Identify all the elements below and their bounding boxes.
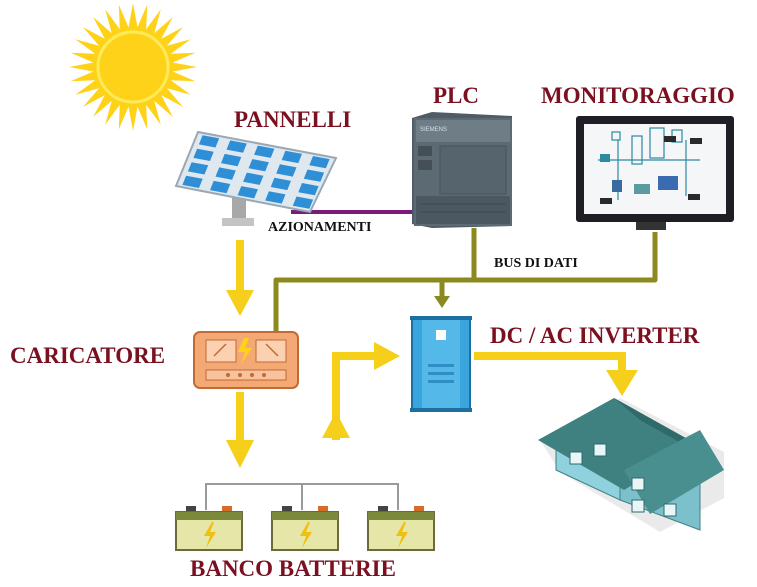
- label-caricatore: CARICATORE: [10, 343, 166, 368]
- label-banco-batterie: BANCO BATTERIE: [190, 556, 396, 581]
- panel-cell: [182, 175, 203, 188]
- panel-cell: [254, 145, 275, 158]
- label-pannelli: PANNELLI: [234, 107, 352, 132]
- label-inverter: DC / AC INVERTER: [490, 323, 700, 348]
- svg-text:SIEMENS: SIEMENS: [420, 127, 447, 133]
- panel-cell: [298, 183, 319, 196]
- label-azionamenti: AZIONAMENTI: [268, 220, 372, 235]
- panel-cell: [309, 156, 330, 169]
- inverter-icon: [410, 316, 472, 412]
- sun-icon: [69, 3, 197, 131]
- panel-cell: [226, 140, 247, 153]
- battery-icon: [271, 506, 339, 551]
- panel-cell: [303, 169, 325, 182]
- panel-cell: [292, 196, 314, 209]
- panel-cell: [281, 150, 302, 164]
- charger-icon: [193, 331, 299, 389]
- plc-icon: SIEMENS: [412, 112, 512, 228]
- battery-wiring: [205, 483, 399, 510]
- panel-cell: [243, 172, 264, 185]
- battery-bank: [175, 506, 435, 551]
- house-icon: [538, 398, 724, 532]
- panel-cell: [248, 159, 269, 172]
- panel-cell: [265, 191, 286, 204]
- panel-cell: [210, 180, 231, 194]
- panel-cell: [215, 167, 236, 180]
- battery-icon: [367, 506, 435, 551]
- panel-cell: [276, 164, 297, 177]
- panel-cell: [270, 177, 291, 191]
- label-plc: PLC: [433, 83, 479, 108]
- solar-panel-icon: [174, 130, 338, 226]
- panel-cell: [221, 153, 242, 167]
- panel-cell: [193, 148, 214, 161]
- panel-cell: [187, 162, 209, 175]
- bus-arrow-to-inverter: [434, 296, 450, 308]
- energy-flows: [226, 240, 638, 468]
- battery-icon: [175, 506, 243, 551]
- panel-cell: [237, 186, 258, 199]
- monitor-icon: [576, 116, 734, 230]
- data-bus: [273, 228, 658, 332]
- label-monitoraggio: MONITORAGGIO: [541, 83, 735, 108]
- panel-cell: [198, 135, 220, 148]
- label-bus-di-dati: BUS DI DATI: [494, 256, 578, 271]
